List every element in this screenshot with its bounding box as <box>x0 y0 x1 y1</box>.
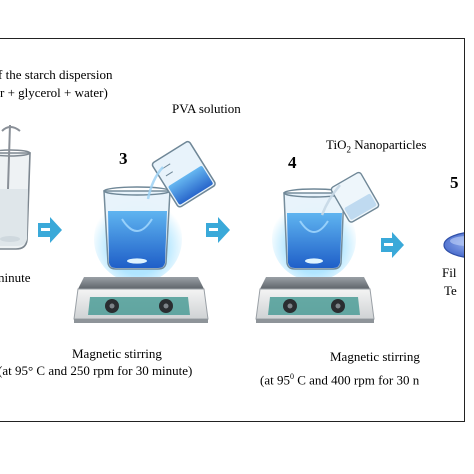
process-diagram-frame: f the starch dispersion r + glycerol + w… <box>0 38 465 422</box>
film-dish-icon <box>443 232 464 258</box>
tio2-subscript: 2 <box>346 144 351 155</box>
step3-number: 3 <box>119 149 128 168</box>
step1-time-label: ninute <box>0 270 31 285</box>
pva-pour-beaker-icon <box>151 140 216 208</box>
arrow-icon <box>381 232 404 258</box>
step4-degree: 0 <box>289 372 294 381</box>
step4-conditions-a: (at 95 <box>260 372 290 388</box>
step1-label-line1: f the starch dispersion <box>0 67 113 82</box>
tio2-label: TiO2 Nanoparticles <box>326 137 426 158</box>
arrow-icon <box>206 217 230 243</box>
step5-label-line2: Te <box>444 283 457 298</box>
step5-label-line1: Fil <box>442 265 457 280</box>
step1-beaker-icon <box>0 124 31 250</box>
step3-process-label: Magnetic stirring <box>72 346 162 361</box>
step4-number: 4 <box>288 153 297 172</box>
step3-conditions-label: (at 95° C and 250 rpm for 30 minute) <box>0 363 193 378</box>
arrow-icon <box>38 217 62 243</box>
step4-conditions-b: C and 400 rpm for 30 n <box>293 372 420 388</box>
tio2-suffix: Nanoparticles <box>350 137 427 152</box>
tio2-pour-beaker-icon <box>330 171 380 223</box>
diagram-graphics <box>0 124 464 323</box>
step4-conditions-label: (at 950 C and 400 rpm for 30 n <box>260 369 419 387</box>
step3-magnetic-stirrer-icon <box>73 186 209 323</box>
step4-magnetic-stirrer-icon <box>255 188 375 323</box>
step1-label-line2: r + glycerol + water) <box>0 85 108 100</box>
step4-process-label: Magnetic stirring <box>330 349 420 364</box>
tio2-prefix: TiO <box>326 137 347 152</box>
step5-number: 5 <box>450 173 459 192</box>
pva-solution-label: PVA solution <box>172 101 241 116</box>
